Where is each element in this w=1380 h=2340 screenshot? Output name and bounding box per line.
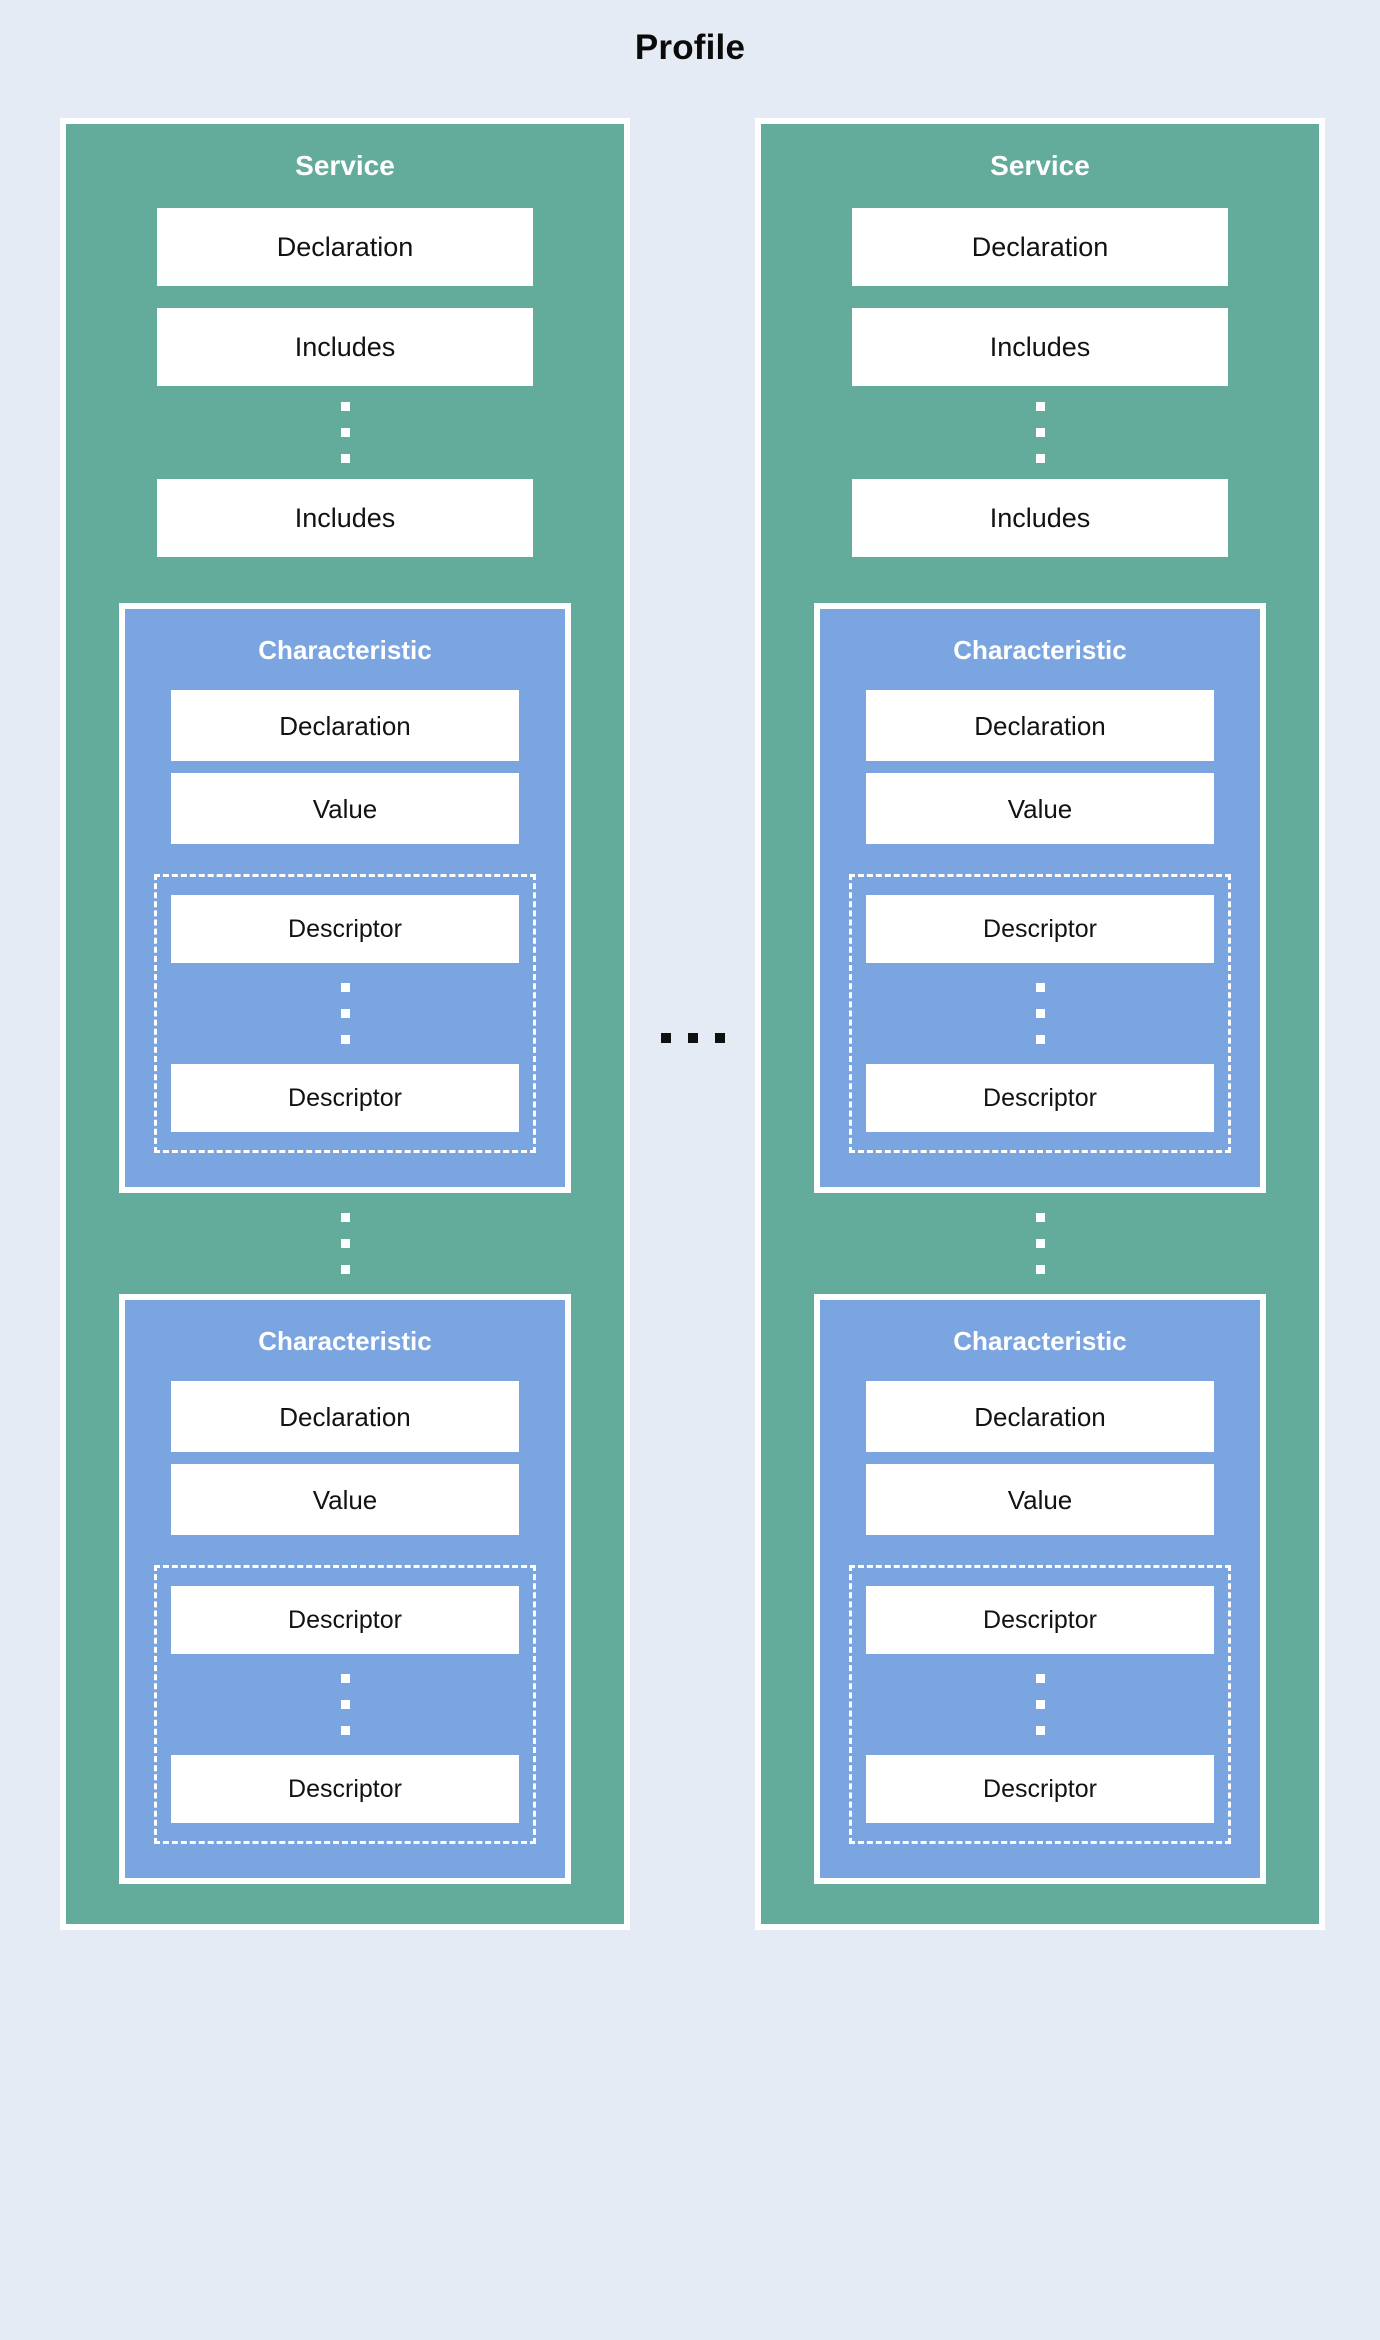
ellipsis-dot bbox=[340, 402, 350, 411]
column-separator bbox=[630, 118, 755, 1930]
vertical-ellipsis-descriptors bbox=[157, 1654, 533, 1755]
ellipsis-dot bbox=[1035, 402, 1045, 411]
vertical-ellipsis-descriptors bbox=[852, 963, 1228, 1064]
descriptor-group: Descriptor Descriptor bbox=[849, 874, 1231, 1153]
ellipsis-dot bbox=[1035, 1239, 1045, 1248]
ellipsis-dot bbox=[340, 1726, 350, 1735]
spacer bbox=[66, 557, 624, 603]
characteristic-panel[interactable]: Characteristic Declaration Value Descrip… bbox=[814, 603, 1266, 1193]
page-title: Profile bbox=[634, 28, 746, 67]
spacer bbox=[66, 286, 624, 308]
service-columns: Service Declaration Includes Includes Ch… bbox=[60, 118, 1325, 1930]
characteristic-declaration-box[interactable]: Declaration bbox=[866, 1381, 1214, 1452]
ellipsis-dot bbox=[1035, 1726, 1045, 1735]
horizontal-ellipsis-services bbox=[660, 1033, 725, 1043]
characteristic-title: Characteristic bbox=[953, 635, 1127, 665]
descriptor-box-first[interactable]: Descriptor bbox=[866, 1586, 1214, 1654]
ellipsis-dot bbox=[687, 1033, 698, 1043]
ellipsis-dot bbox=[340, 1035, 350, 1044]
vertical-ellipsis-descriptors bbox=[852, 1654, 1228, 1755]
characteristic-value-box[interactable]: Value bbox=[171, 773, 519, 844]
characteristic-panel[interactable]: Characteristic Declaration Value Descrip… bbox=[119, 1294, 571, 1884]
ellipsis-dot bbox=[1035, 1265, 1045, 1274]
descriptor-box-first[interactable]: Descriptor bbox=[171, 1586, 519, 1654]
service-includes-box-first[interactable]: Includes bbox=[852, 308, 1228, 386]
service-includes-box-last[interactable]: Includes bbox=[157, 479, 533, 557]
ellipsis-dot bbox=[660, 1033, 671, 1043]
characteristic-title: Characteristic bbox=[258, 635, 432, 665]
vertical-ellipsis-characteristics bbox=[66, 1193, 624, 1294]
service-title: Service bbox=[295, 150, 395, 181]
descriptor-box-last[interactable]: Descriptor bbox=[866, 1064, 1214, 1132]
service-declaration-box[interactable]: Declaration bbox=[852, 208, 1228, 286]
ellipsis-dot bbox=[340, 1213, 350, 1222]
ellipsis-dot bbox=[340, 1700, 350, 1709]
ellipsis-dot bbox=[1035, 1009, 1045, 1018]
ellipsis-dot bbox=[1035, 1674, 1045, 1683]
characteristic-panel[interactable]: Characteristic Declaration Value Descrip… bbox=[814, 1294, 1266, 1884]
ellipsis-dot bbox=[1035, 428, 1045, 437]
spacer bbox=[125, 761, 565, 773]
ellipsis-dot bbox=[340, 1239, 350, 1248]
spacer bbox=[820, 761, 1260, 773]
characteristic-declaration-box[interactable]: Declaration bbox=[171, 690, 519, 761]
characteristic-panel[interactable]: Characteristic Declaration Value Descrip… bbox=[119, 603, 571, 1193]
service-panel-right[interactable]: Service Declaration Includes Includes Ch… bbox=[755, 118, 1325, 1930]
ellipsis-dot bbox=[340, 1674, 350, 1683]
service-declaration-box[interactable]: Declaration bbox=[157, 208, 533, 286]
ellipsis-dot bbox=[340, 428, 350, 437]
ellipsis-dot bbox=[340, 1009, 350, 1018]
characteristic-value-box[interactable]: Value bbox=[866, 1464, 1214, 1535]
spacer bbox=[761, 286, 1319, 308]
ellipsis-dot bbox=[1035, 1700, 1045, 1709]
ellipsis-dot bbox=[340, 454, 350, 463]
service-title: Service bbox=[990, 150, 1090, 181]
descriptor-box-last[interactable]: Descriptor bbox=[171, 1064, 519, 1132]
ellipsis-dot bbox=[340, 983, 350, 992]
descriptor-group: Descriptor Descriptor bbox=[849, 1565, 1231, 1844]
descriptor-group: Descriptor Descriptor bbox=[154, 874, 536, 1153]
service-includes-box-first[interactable]: Includes bbox=[157, 308, 533, 386]
ellipsis-dot bbox=[1035, 1035, 1045, 1044]
descriptor-box-first[interactable]: Descriptor bbox=[171, 895, 519, 963]
vertical-ellipsis-includes bbox=[761, 386, 1319, 479]
ellipsis-dot bbox=[714, 1033, 725, 1043]
spacer bbox=[820, 1452, 1260, 1464]
vertical-ellipsis-includes bbox=[66, 386, 624, 479]
descriptor-box-last[interactable]: Descriptor bbox=[866, 1755, 1214, 1823]
spacer bbox=[761, 557, 1319, 603]
characteristic-value-box[interactable]: Value bbox=[866, 773, 1214, 844]
ellipsis-dot bbox=[1035, 454, 1045, 463]
service-panel-left[interactable]: Service Declaration Includes Includes Ch… bbox=[60, 118, 630, 1930]
descriptor-box-first[interactable]: Descriptor bbox=[866, 895, 1214, 963]
characteristic-value-box[interactable]: Value bbox=[171, 1464, 519, 1535]
ellipsis-dot bbox=[1035, 1213, 1045, 1222]
spacer bbox=[125, 1452, 565, 1464]
characteristic-title: Characteristic bbox=[258, 1326, 432, 1356]
vertical-ellipsis-descriptors bbox=[157, 963, 533, 1064]
service-includes-box-last[interactable]: Includes bbox=[852, 479, 1228, 557]
descriptor-box-last[interactable]: Descriptor bbox=[171, 1755, 519, 1823]
characteristic-title: Characteristic bbox=[953, 1326, 1127, 1356]
characteristic-declaration-box[interactable]: Declaration bbox=[171, 1381, 519, 1452]
vertical-ellipsis-characteristics bbox=[761, 1193, 1319, 1294]
descriptor-group: Descriptor Descriptor bbox=[154, 1565, 536, 1844]
ellipsis-dot bbox=[1035, 983, 1045, 992]
ellipsis-dot bbox=[340, 1265, 350, 1274]
characteristic-declaration-box[interactable]: Declaration bbox=[866, 690, 1214, 761]
